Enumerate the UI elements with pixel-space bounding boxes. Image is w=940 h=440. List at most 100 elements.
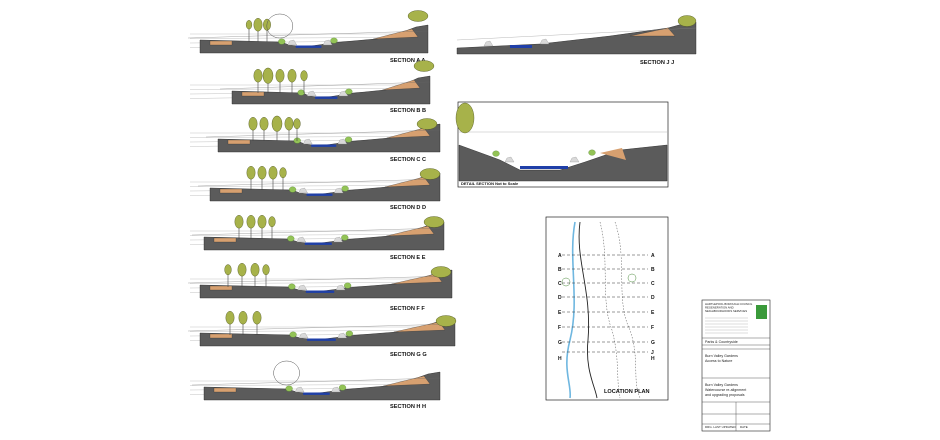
date-field: DATE bbox=[740, 425, 748, 429]
section-marker-right: E bbox=[651, 310, 655, 316]
stone bbox=[335, 284, 346, 291]
shrub bbox=[341, 185, 349, 192]
org-name: NEIGHBOURHOODS SERVICES bbox=[705, 309, 747, 313]
section-marker-right: D bbox=[651, 295, 655, 301]
tree-canopy bbox=[259, 117, 269, 131]
drawing-title: Burn Valley Gardens bbox=[705, 383, 738, 387]
section-b: SECTION B B bbox=[189, 60, 435, 114]
drawing-title: Watercourse re-alignment bbox=[705, 388, 746, 392]
tree-canopy bbox=[250, 263, 260, 277]
tree-canopy bbox=[287, 69, 297, 83]
ground-profile bbox=[203, 371, 441, 401]
stone bbox=[333, 187, 344, 194]
planting-bed bbox=[213, 387, 237, 393]
shrub bbox=[289, 186, 297, 193]
section-label: SECTION E E bbox=[390, 255, 426, 261]
section-e: SECTION E E bbox=[189, 215, 445, 261]
stone bbox=[331, 386, 341, 393]
stone bbox=[297, 284, 308, 291]
tree-symbol bbox=[561, 277, 571, 287]
section-marker-left: F bbox=[558, 325, 561, 331]
shrub bbox=[287, 235, 295, 242]
section-marker-left: D bbox=[558, 295, 562, 301]
planting-bed bbox=[227, 139, 251, 145]
section-j-j: SECTION J J bbox=[456, 15, 697, 66]
ground-profile bbox=[199, 269, 453, 299]
stone bbox=[287, 39, 298, 46]
watercourse bbox=[304, 242, 332, 245]
section-marker-right: A bbox=[651, 253, 655, 259]
project-name: Access to Nature bbox=[705, 359, 732, 363]
section-label: SECTION A A bbox=[390, 58, 425, 64]
detail-section: DETAIL SECTION Not to Scale bbox=[455, 101, 669, 188]
tree-canopy bbox=[293, 118, 301, 130]
level-line bbox=[456, 27, 697, 41]
stone bbox=[569, 156, 580, 163]
stone bbox=[337, 138, 348, 145]
tree-canopy bbox=[225, 311, 235, 325]
stone bbox=[298, 187, 308, 194]
shrub bbox=[344, 136, 353, 143]
section-marker-right: H bbox=[651, 356, 655, 362]
tree-canopy bbox=[268, 166, 278, 180]
earth-bank bbox=[600, 148, 626, 160]
stone bbox=[302, 138, 313, 145]
watercourse bbox=[311, 144, 337, 147]
ground-profile bbox=[209, 172, 441, 202]
earth-bank bbox=[629, 27, 676, 37]
section-g: SECTION G G bbox=[187, 311, 457, 358]
ground-profile bbox=[217, 123, 441, 153]
planting-bed bbox=[241, 91, 265, 97]
tree-canopy bbox=[246, 215, 256, 229]
tree-canopy bbox=[262, 67, 274, 84]
shrub bbox=[285, 385, 293, 392]
shrub bbox=[297, 89, 305, 96]
shrub bbox=[341, 234, 349, 241]
section-marker-right: G bbox=[651, 340, 655, 346]
watercourse bbox=[510, 45, 532, 48]
section-h: SECTION H H bbox=[189, 360, 441, 410]
watercourse bbox=[307, 338, 336, 341]
ground-profile bbox=[231, 75, 431, 105]
watercourse bbox=[303, 392, 330, 395]
org-name: HARTLEPOOL BOROUGH COUNCIL bbox=[705, 302, 753, 306]
tree-canopy bbox=[284, 117, 294, 131]
stone bbox=[294, 386, 305, 393]
stone bbox=[296, 236, 307, 243]
stone bbox=[483, 40, 494, 47]
level-line bbox=[187, 275, 453, 284]
shrub bbox=[588, 149, 596, 156]
tree-canopy bbox=[423, 216, 445, 228]
tree-canopy bbox=[416, 118, 438, 130]
tree-canopy bbox=[268, 216, 276, 228]
tree-canopy bbox=[419, 168, 441, 180]
tree-canopy bbox=[246, 166, 256, 180]
shrub bbox=[288, 283, 296, 290]
tree-canopy bbox=[413, 60, 435, 72]
stone bbox=[322, 39, 333, 46]
stone bbox=[539, 38, 550, 45]
tree-canopy bbox=[257, 215, 267, 229]
planting-bed bbox=[209, 333, 233, 339]
tree-canopy bbox=[430, 266, 452, 278]
tree-canopy bbox=[245, 20, 253, 30]
level-line bbox=[187, 30, 429, 39]
section-marker-left: A bbox=[558, 253, 562, 259]
level-line bbox=[191, 377, 441, 386]
shrub bbox=[492, 150, 500, 157]
section-marker-left: C bbox=[558, 281, 562, 287]
section-marker-left: H bbox=[558, 356, 562, 362]
department: Parks & Countryside bbox=[705, 340, 738, 344]
ground-profile bbox=[199, 317, 456, 347]
section-label: SECTION G G bbox=[390, 352, 427, 358]
watercourse bbox=[315, 96, 338, 99]
shrub bbox=[289, 331, 297, 338]
tree-canopy bbox=[279, 167, 287, 179]
tree-canopy bbox=[435, 315, 457, 327]
stone bbox=[337, 332, 347, 339]
ground-profile bbox=[199, 24, 429, 54]
section-label: SECTION C C bbox=[390, 157, 426, 163]
